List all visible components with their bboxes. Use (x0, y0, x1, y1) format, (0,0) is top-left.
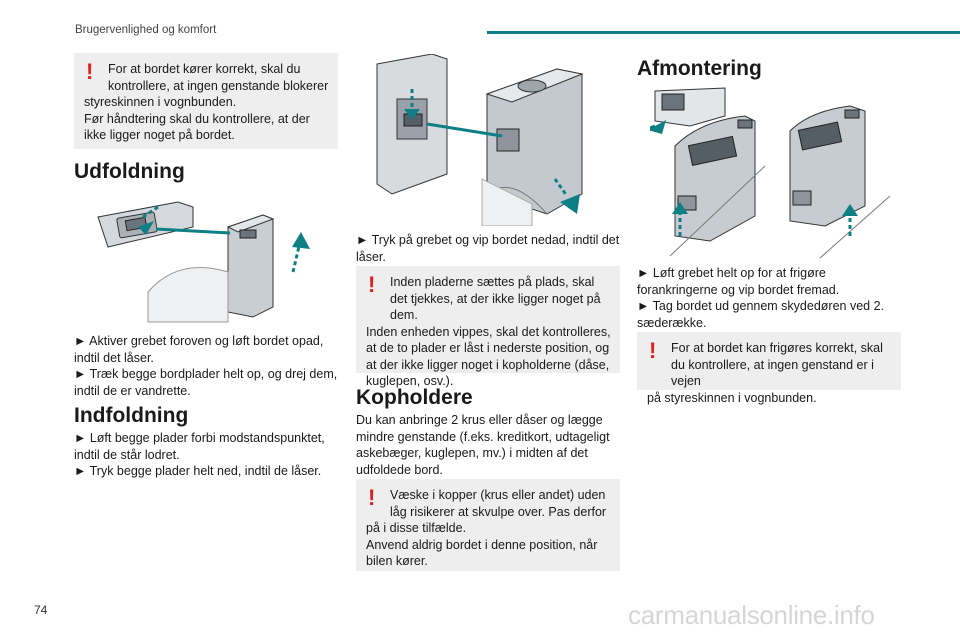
cupholders-description: Du kan anbringe 2 krus eller dåser og læ… (356, 413, 610, 477)
warning-text: For at bordet kører korrekt, skal du kon… (108, 62, 329, 93)
unfold-step-1: ► Aktiver grebet foroven og løft bordet … (74, 334, 324, 365)
warning-box-release: ! For at bordet kan frigøres korrekt, sk… (637, 332, 901, 405)
warning-box-plates: ! Inden pladerne sættes på plads, skal d… (356, 266, 620, 388)
header-accent-bar (487, 31, 960, 34)
warning-box-rail: ! For at bordet kører korrekt, skal du k… (74, 53, 338, 149)
unfold-step-2: ► Træk begge bordplader helt op, og drej… (74, 367, 338, 398)
page-header: Brugervenlighed og komfort (75, 24, 217, 36)
removal-step-2: ► Tag bordet ud gennem skydedøren ved 2.… (637, 299, 885, 330)
warning-text: Inden pladerne sættes på plads, skal det… (390, 275, 601, 322)
unfold-instructions: ► Aktiver grebet foroven og løft bordet … (74, 333, 342, 399)
cupholders-text: Du kan anbringe 2 krus eller dåser og læ… (356, 412, 620, 478)
section-title-removal: Afmontering (637, 57, 762, 80)
tilt-step: ► Tryk på grebet og vip bordet nedad, in… (356, 233, 620, 264)
warning-text: styreskinnen i vognbunden. (84, 95, 237, 109)
arrow-icon (138, 221, 154, 235)
illustration-removal (650, 86, 895, 258)
warning-text: på i disse tilfælde. (366, 521, 467, 535)
fold-step-2: ► Tryk begge plader helt ned, indtil de … (74, 464, 322, 478)
illustration-tilt (372, 54, 617, 226)
warning-text: Før håndtering skal du kontrollere, at d… (84, 111, 310, 143)
warning-text: Anvend aldrig bordet i denne position, n… (366, 537, 598, 569)
watermark: carmanualsonline.info (628, 600, 875, 630)
warning-exclamation-icon: ! (368, 272, 376, 297)
warning-text: For at bordet kan frigøres korrekt, skal… (671, 341, 883, 388)
fold-instructions: ► Løft begge plader forbi modstandspunkt… (74, 430, 342, 480)
section-title-cupholders: Kopholdere (356, 386, 473, 409)
illustration-unfold (88, 197, 333, 327)
fold-step-1: ► Løft begge plader forbi modstandspunkt… (74, 431, 325, 462)
warning-exclamation-icon: ! (86, 59, 94, 84)
page-number: 74 (34, 603, 48, 617)
removal-instructions: ► Løft grebet helt op for at frigøre for… (637, 265, 901, 331)
warning-exclamation-icon: ! (368, 485, 376, 510)
warning-text: Inden enheden vippes, skal det kontrolle… (366, 324, 611, 389)
warning-exclamation-icon: ! (649, 338, 657, 363)
warning-box-liquid: ! Væske i kopper (krus eller andet) uden… (356, 479, 620, 571)
removal-step-1: ► Løft grebet helt op for at frigøre for… (637, 266, 840, 297)
section-title-unfold: Udfoldning (74, 160, 185, 183)
section-title-fold: Indfoldning (74, 404, 189, 427)
tilt-instruction: ► Tryk på grebet og vip bordet nedad, in… (356, 232, 620, 265)
warning-text: på styreskinnen i vognbunden. (647, 390, 817, 405)
warning-text: Væske i kopper (krus eller andet) uden l… (390, 488, 607, 519)
